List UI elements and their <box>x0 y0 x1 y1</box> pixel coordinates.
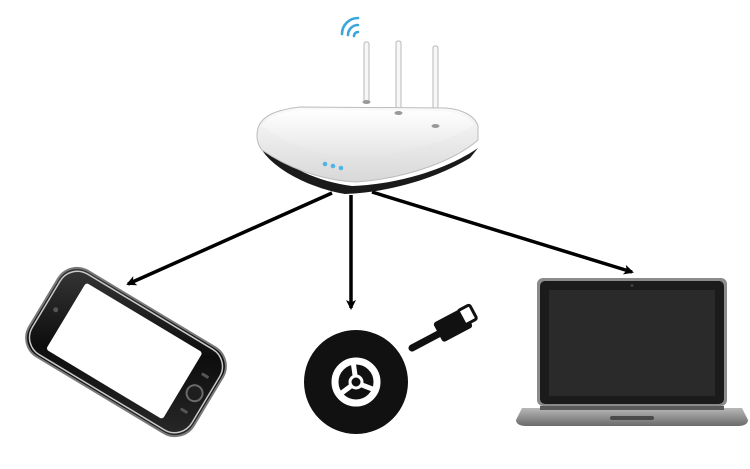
chromecast-icon <box>304 303 478 434</box>
usb-connector-icon <box>408 303 478 352</box>
router-antennas <box>363 40 439 127</box>
laptop-icon <box>516 278 748 426</box>
smartphone-icon <box>25 266 227 438</box>
status-led-icon <box>322 161 344 171</box>
wifi-signal-icon <box>340 16 360 38</box>
edge-router-smartphone <box>126 191 333 286</box>
connection-arrows <box>126 190 634 310</box>
wifi-router-icon <box>256 16 479 194</box>
edge-router-laptop <box>371 190 634 275</box>
